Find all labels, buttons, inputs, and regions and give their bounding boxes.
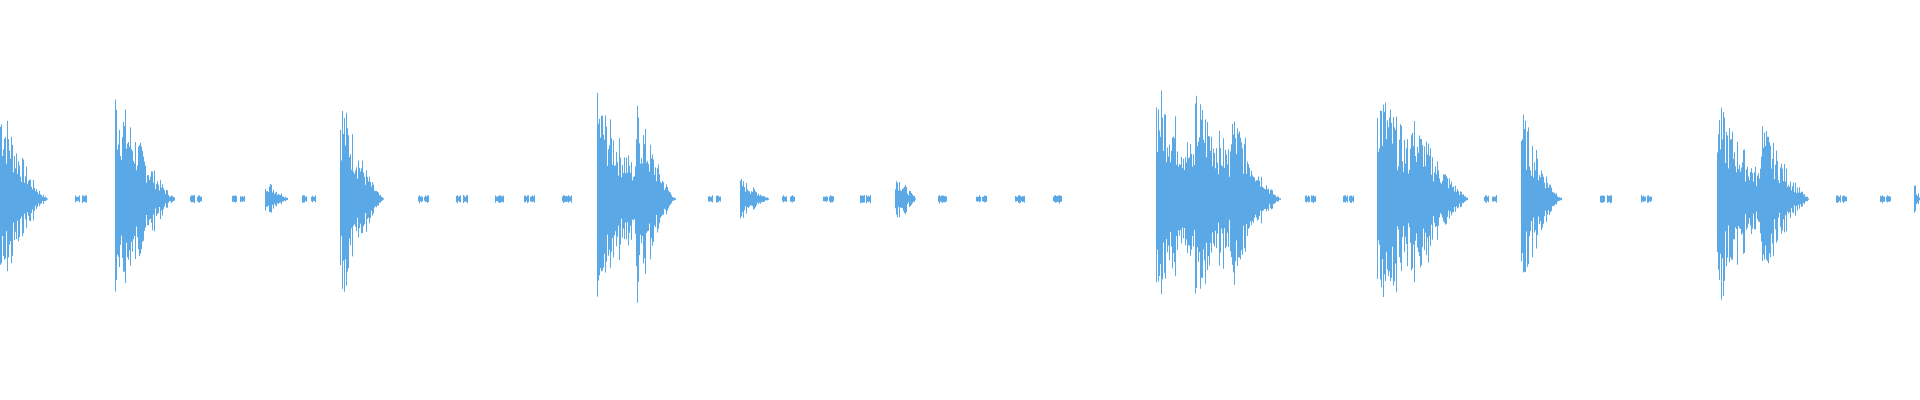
waveform-bars xyxy=(0,90,1920,303)
waveform-samples xyxy=(0,90,1920,303)
